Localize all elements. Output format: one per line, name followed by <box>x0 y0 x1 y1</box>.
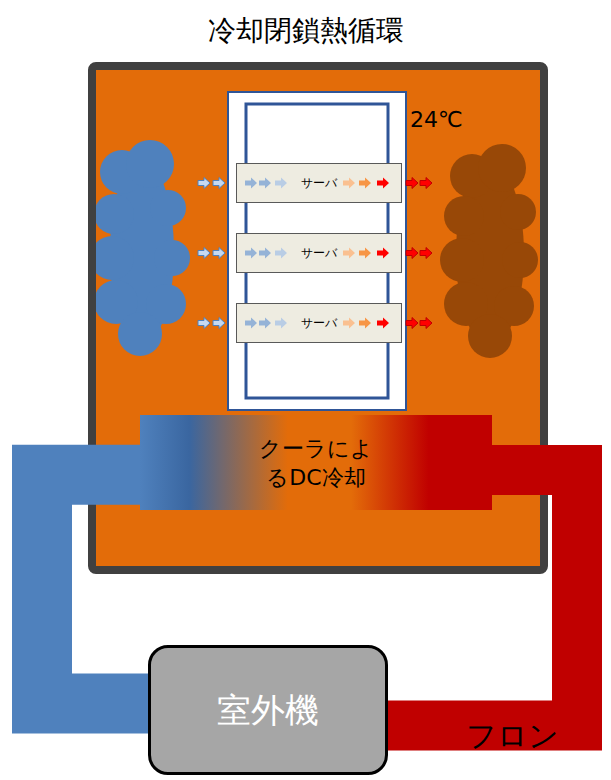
airflow-arrow <box>406 178 418 189</box>
airflow-arrow <box>420 178 432 189</box>
airflow-arrow <box>198 318 210 329</box>
server-label: サーバ <box>301 176 337 190</box>
rack-frame <box>228 92 406 410</box>
airflow-arrow <box>198 248 210 259</box>
airflow-arrow <box>420 318 432 329</box>
airflow-arrow <box>343 178 355 189</box>
airflow-arrow <box>259 318 271 329</box>
airflow-arrow <box>245 318 257 329</box>
airflow-arrow <box>359 248 371 259</box>
airflow-arrow <box>377 178 389 189</box>
hot-air-cloud <box>440 144 538 358</box>
server-box: サーバ <box>236 303 402 343</box>
datacenter-room: サーバサーバサーバクーラによ るDC冷却24℃ <box>88 62 548 574</box>
temperature-label: 24℃ <box>410 106 463 134</box>
airflow-arrow <box>420 248 432 259</box>
airflow-arrow <box>343 318 355 329</box>
outdoor-unit: 室外機 <box>148 645 388 775</box>
airflow-arrow <box>245 248 257 259</box>
cooler-band: クーラによ るDC冷却 <box>140 415 492 510</box>
server-label: サーバ <box>301 316 337 330</box>
server-box: サーバ <box>236 233 402 273</box>
airflow-arrow <box>245 178 257 189</box>
airflow-arrow <box>406 248 418 259</box>
server-box: サーバ <box>236 163 402 203</box>
airflow-arrow <box>213 248 225 259</box>
pipe-label: フロン <box>466 718 559 754</box>
airflow-arrow <box>406 318 418 329</box>
airflow-arrow <box>213 318 225 329</box>
diagram-title: 冷却閉鎖熱循環 <box>0 14 611 48</box>
airflow-arrow <box>377 318 389 329</box>
airflow-arrow <box>377 248 389 259</box>
airflow-arrow <box>359 318 371 329</box>
airflow-arrow <box>359 178 371 189</box>
airflow-arrow <box>275 178 287 189</box>
airflow-arrow <box>198 178 210 189</box>
outdoor-label: 室外機 <box>217 690 319 730</box>
airflow-arrow <box>275 248 287 259</box>
airflow-arrow <box>259 248 271 259</box>
airflow-arrow <box>343 248 355 259</box>
airflow-arrow <box>275 318 287 329</box>
cold-air-cloud <box>96 140 190 356</box>
airflow-arrow <box>213 178 225 189</box>
server-label: サーバ <box>301 246 337 260</box>
rack-inner <box>246 104 388 398</box>
cooler-label: クーラによ るDC冷却 <box>256 434 376 492</box>
airflow-arrow <box>259 178 271 189</box>
